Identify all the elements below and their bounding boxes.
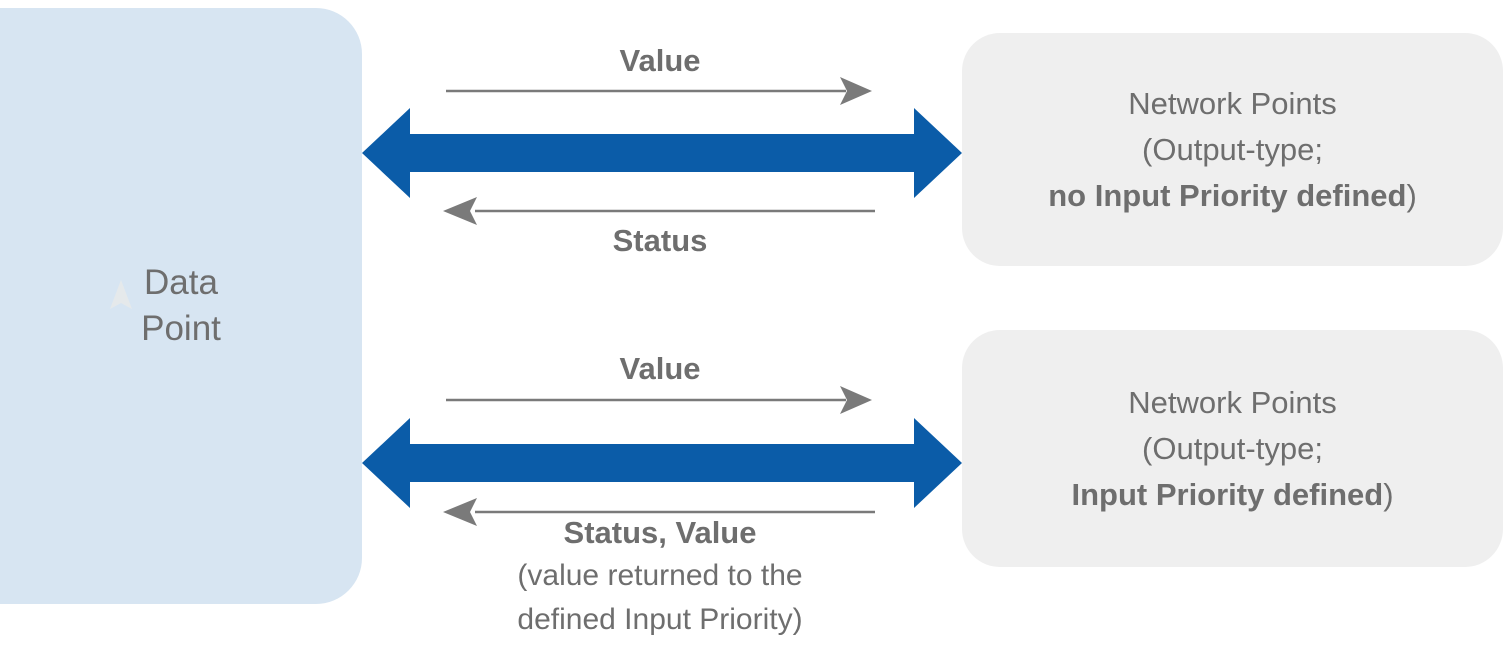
data-point-label-line1: Data <box>144 263 218 302</box>
status-label-top-text: Status <box>612 223 708 258</box>
value-label-top: Value <box>440 40 880 82</box>
network-points-top-line1: Network Points <box>1128 85 1337 121</box>
status-label-top: Status <box>440 220 880 262</box>
network-points-bottom-line3-tail: ) <box>1383 476 1394 512</box>
bidirectional-arrow-top <box>362 108 962 198</box>
network-points-top-line3-tail: ) <box>1406 177 1417 213</box>
bidirectional-arrow-bottom <box>362 418 962 508</box>
network-points-top-line2: (Output-type; <box>1142 131 1323 167</box>
value-label-top-text: Value <box>619 43 701 78</box>
status-arrow-top <box>443 197 875 225</box>
network-points-box-top: Network Points (Output-type; no Input Pr… <box>962 33 1503 266</box>
data-point-label-line2: Point <box>141 309 221 348</box>
network-points-top-label: Network Points (Output-type; no Input Pr… <box>1048 81 1417 219</box>
status-note-bottom-line2: defined Input Priority) <box>517 603 803 636</box>
data-point-box: Data Point <box>0 8 362 604</box>
value-label-bottom-text: Value <box>619 351 701 386</box>
value-arrow-bottom <box>446 386 872 414</box>
value-arrow-top <box>446 77 872 105</box>
data-point-label: Data Point <box>141 260 221 352</box>
network-points-box-bottom: Network Points (Output-type; Input Prior… <box>962 330 1503 567</box>
status-label-bottom: Status, Value (value returned to the def… <box>400 512 920 642</box>
network-points-bottom-line3-bold: Input Priority defined <box>1071 476 1384 512</box>
value-label-bottom: Value <box>440 348 880 390</box>
status-label-bottom-text: Status, Value <box>563 515 757 550</box>
network-points-bottom-label: Network Points (Output-type; Input Prior… <box>1071 380 1393 518</box>
status-arrow-bottom <box>443 498 875 526</box>
network-points-bottom-line1: Network Points <box>1128 384 1337 420</box>
cursor-arrow-icon <box>110 280 132 309</box>
network-points-top-line3-bold: no Input Priority defined <box>1048 177 1407 213</box>
status-note-bottom-line1: (value returned to the <box>517 559 803 592</box>
network-points-bottom-line2: (Output-type; <box>1142 430 1323 466</box>
